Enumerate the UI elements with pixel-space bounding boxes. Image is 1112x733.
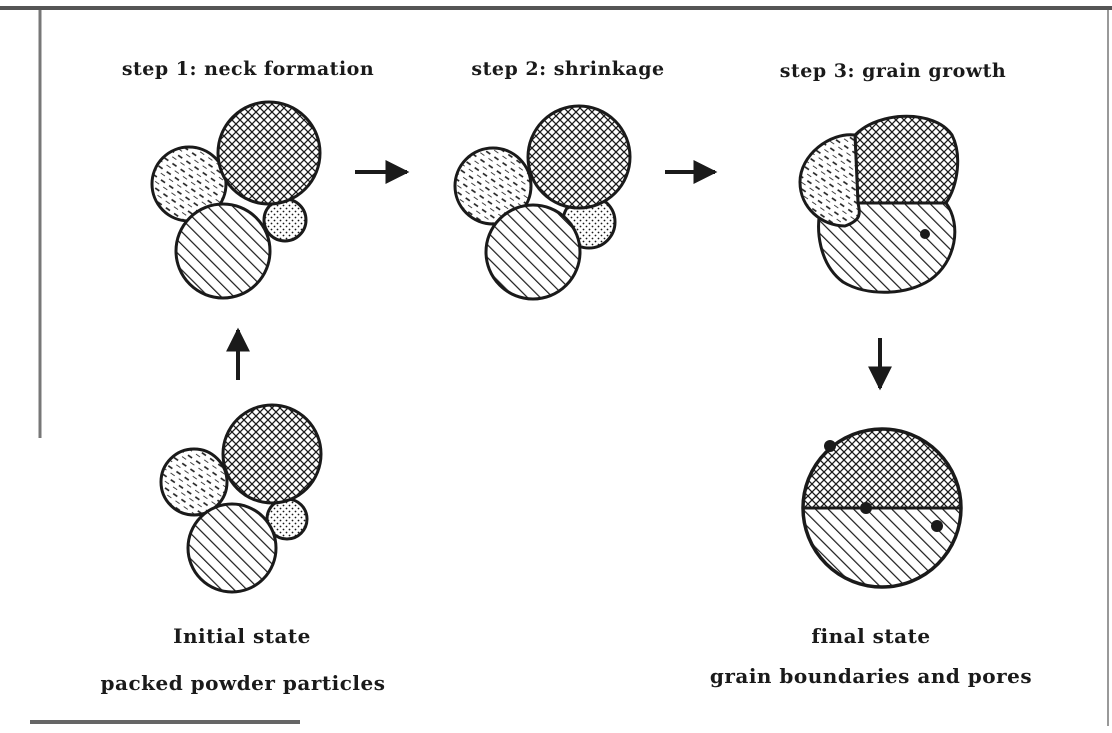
- step2-particles: [455, 106, 630, 299]
- final-pore-1: [824, 440, 836, 452]
- final-top-grain: [800, 426, 964, 508]
- step3-label: step 3: grain growth: [780, 60, 1006, 82]
- step3-left-grain: [800, 135, 859, 226]
- step2-label: step 2: shrinkage: [471, 58, 664, 80]
- initial-state-title: Initial state: [173, 624, 311, 648]
- step3-grains: [800, 116, 958, 292]
- final-pore-3: [931, 520, 943, 532]
- initial-top-particle: [223, 405, 321, 503]
- step2-top-particle: [528, 106, 630, 208]
- final-state-title: final state: [811, 624, 930, 648]
- step3-top-grain: [855, 116, 958, 203]
- initial-state-subtitle: packed powder particles: [101, 671, 386, 695]
- step2-bottom-particle: [486, 205, 580, 299]
- final-bottom-grain: [800, 508, 964, 590]
- step1-bottom-particle: [176, 204, 270, 298]
- final-state-subtitle: grain boundaries and pores: [710, 664, 1032, 688]
- final-pore-2: [860, 502, 872, 514]
- step1-label: step 1: neck formation: [122, 58, 374, 80]
- final-grains: [800, 426, 964, 590]
- step1-particles: [152, 102, 320, 298]
- step3-pore: [920, 229, 930, 239]
- initial-particles: [161, 405, 321, 592]
- step1-top-particle: [218, 102, 320, 204]
- initial-bottom-particle: [188, 504, 276, 592]
